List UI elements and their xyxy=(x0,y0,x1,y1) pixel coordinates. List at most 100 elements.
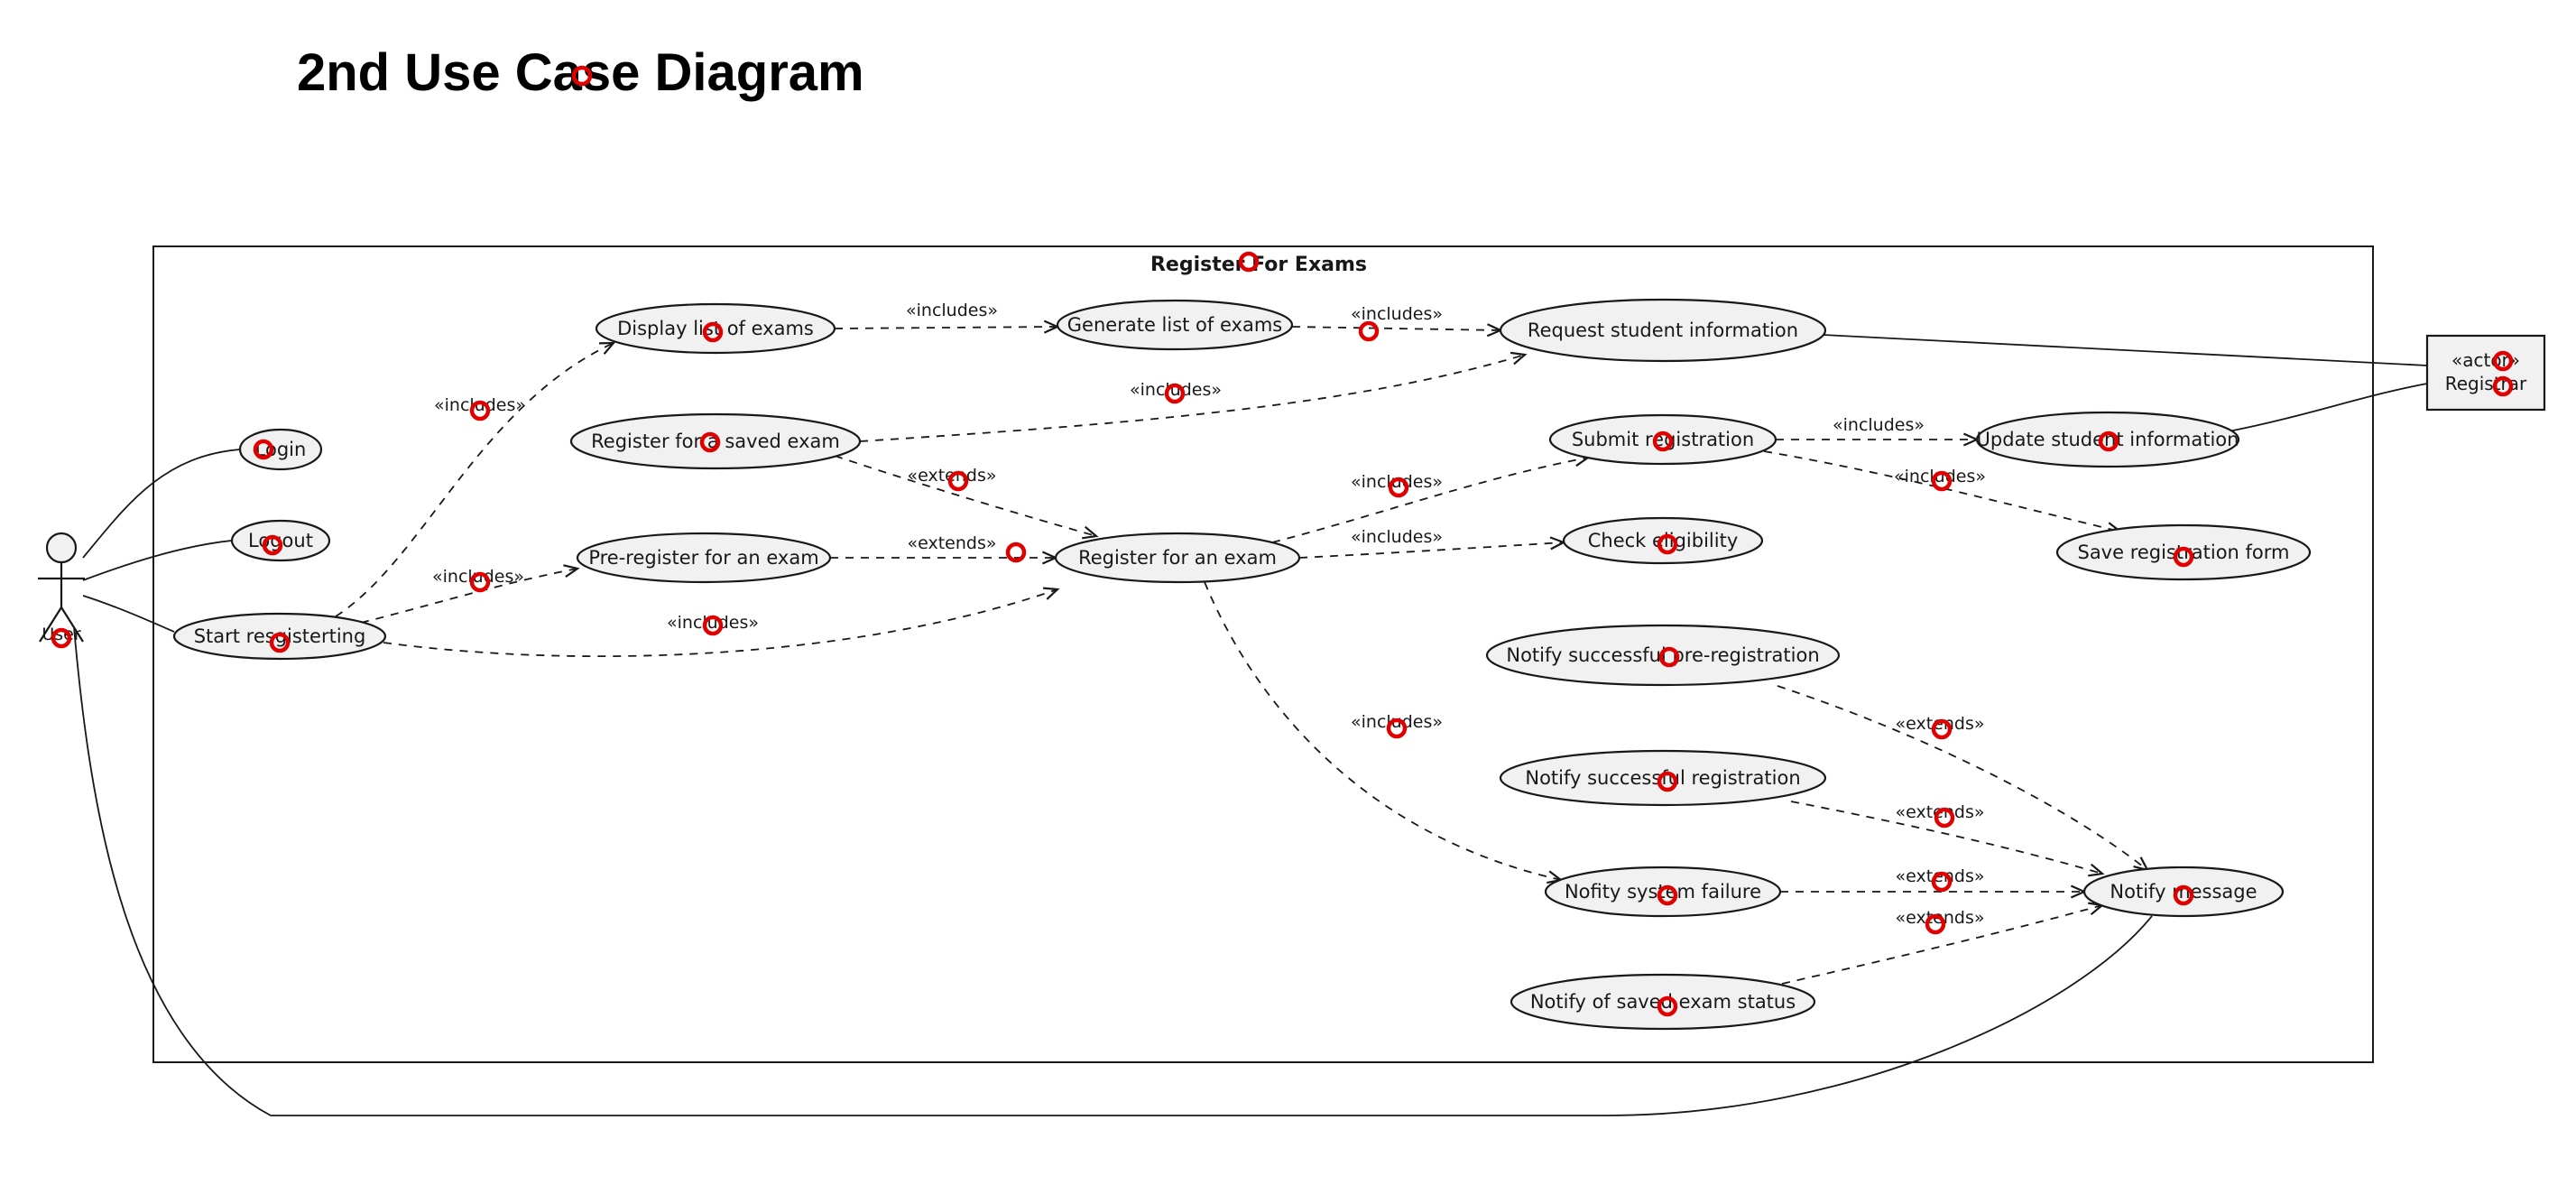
use-case-label: Check eligibility xyxy=(1588,530,1739,551)
marker-ring-icon xyxy=(1931,470,1953,492)
stereotype-label: «extends» xyxy=(1896,714,1985,734)
dependency-register-n_fail xyxy=(1204,581,1564,884)
use-case-ellipse xyxy=(1975,411,2240,468)
marker-ring-icon xyxy=(51,627,72,649)
marker-ring-icon xyxy=(2492,350,2514,372)
use-case-ellipse xyxy=(576,532,832,584)
marker-ring-icon xyxy=(1657,995,1678,1017)
marker-ring-icon xyxy=(1934,807,1955,829)
marker-ring-icon xyxy=(253,439,274,460)
use-case-saved[interactable]: Register for a saved exam xyxy=(569,412,862,470)
use-case-label: Generate list of exams xyxy=(1067,314,1282,336)
actor-head-icon xyxy=(45,532,78,564)
marker-ring-icon xyxy=(2173,884,2194,906)
marker-ring-icon xyxy=(571,65,593,87)
association-request-registrar xyxy=(1822,334,2428,366)
marker-ring-icon xyxy=(1238,251,1260,273)
dependency-start-prereg xyxy=(360,564,580,624)
marker-ring-icon xyxy=(1658,646,1680,668)
use-case-label: Save registration form xyxy=(2077,542,2289,563)
use-case-update[interactable]: Update student information xyxy=(1975,411,2240,468)
use-case-request[interactable]: Request student information xyxy=(1499,298,1827,363)
use-case-ellipse xyxy=(238,428,323,471)
stereotype-label: «includes» xyxy=(434,395,526,415)
marker-ring-icon xyxy=(1164,383,1186,404)
actor-body-icon xyxy=(38,562,85,643)
use-case-label: Notify message xyxy=(2110,881,2257,903)
marker-ring-icon xyxy=(2173,546,2194,568)
use-case-ellipse xyxy=(1499,749,1827,807)
dependency-n_fail-n_msg xyxy=(1780,884,2087,899)
marker-ring-icon xyxy=(1386,717,1408,739)
use-case-prereg[interactable]: Pre-register for an exam xyxy=(576,532,832,584)
marker-ring-icon xyxy=(702,615,724,636)
use-case-ellipse xyxy=(2055,523,2312,581)
dependency-n_reg-n_msg xyxy=(1790,801,2105,877)
stereotype-label: «includes» xyxy=(1351,304,1443,324)
page-title: 2nd Use Case Diagram xyxy=(297,43,864,102)
marker-ring-icon xyxy=(1657,884,1678,906)
marker-ring-icon xyxy=(262,534,283,556)
use-case-label: Display list of exams xyxy=(617,318,814,339)
association-user-n_msg xyxy=(73,626,2153,1116)
use-case-generate[interactable]: Generate list of exams xyxy=(1056,299,1294,351)
dependency-start-display xyxy=(335,341,616,617)
actor-registrar-label: Registrar xyxy=(2445,373,2527,394)
use-case-saveform[interactable]: Save registration form xyxy=(2055,523,2312,581)
stereotype-label: «extends» xyxy=(908,533,997,553)
use-case-n_fail[interactable]: Nofity system failure xyxy=(1544,866,1782,918)
use-case-ellipse xyxy=(1544,866,1782,918)
marker-ring-icon xyxy=(469,400,491,421)
marker-ring-icon xyxy=(1925,913,1946,935)
marker-ring-icon xyxy=(1931,718,1953,740)
marker-ring-icon xyxy=(2492,375,2514,397)
marker-ring-icon xyxy=(699,431,721,453)
use-case-n_msg[interactable]: Notify message xyxy=(2082,866,2285,918)
use-case-ellipse xyxy=(2082,866,2285,918)
dependency-saved-request xyxy=(859,351,1528,442)
actor-user[interactable]: User xyxy=(38,532,85,644)
association-update-registrar xyxy=(2228,383,2428,432)
marker-ring-icon xyxy=(702,321,724,343)
actor-registrar-box xyxy=(2425,334,2546,412)
marker-ring-icon xyxy=(1388,477,1409,498)
system-boundary xyxy=(152,245,2374,1063)
stereotype-label: «extends» xyxy=(1896,866,1985,886)
stereotype-label: «includes» xyxy=(1130,380,1222,400)
stereotype-label: «includes» xyxy=(1351,527,1443,547)
association-user-logout xyxy=(82,540,233,581)
dependency-display-generate xyxy=(834,319,1060,334)
system-boundary-title: Register For Exams xyxy=(1150,254,1367,276)
use-case-label: Notify successful registration xyxy=(1525,767,1800,789)
association-user-start xyxy=(82,595,175,633)
stereotype-label: «includes» xyxy=(432,567,524,587)
actor-registrar[interactable]: «actor»Registrar xyxy=(2425,334,2546,412)
marker-ring-icon xyxy=(469,571,491,593)
use-case-register[interactable]: Register for an exam xyxy=(1054,532,1301,584)
use-case-check[interactable]: Check eligibility xyxy=(1562,516,1764,565)
marker-ring-icon xyxy=(2098,430,2119,452)
use-case-ellipse xyxy=(1499,298,1827,363)
use-case-display[interactable]: Display list of exams xyxy=(595,302,836,355)
use-case-submit[interactable]: Submit registration xyxy=(1548,413,1777,466)
dependency-generate-request xyxy=(1291,323,1503,338)
stereotype-label: «includes» xyxy=(1833,415,1925,435)
use-case-label: Pre-register for an exam xyxy=(588,547,818,569)
marker-ring-icon xyxy=(1005,542,1027,563)
use-case-ellipse xyxy=(1562,516,1764,565)
association-user-login xyxy=(82,449,241,559)
use-case-ellipse xyxy=(1056,299,1294,351)
marker-ring-icon xyxy=(1931,871,1953,893)
stereotype-label: «includes» xyxy=(906,301,998,320)
use-case-ellipse xyxy=(569,412,862,470)
marker-ring-icon xyxy=(1657,533,1678,555)
marker-ring-icon xyxy=(1652,430,1674,452)
stereotype-label: «includes» xyxy=(1894,467,1986,486)
use-case-ellipse xyxy=(1548,413,1777,466)
use-case-n_reg[interactable]: Notify successful registration xyxy=(1499,749,1827,807)
marker-ring-icon xyxy=(1358,320,1380,342)
use-case-login[interactable]: Login xyxy=(238,428,323,471)
use-case-ellipse xyxy=(595,302,836,355)
stereotype-label: «includes» xyxy=(667,613,759,633)
